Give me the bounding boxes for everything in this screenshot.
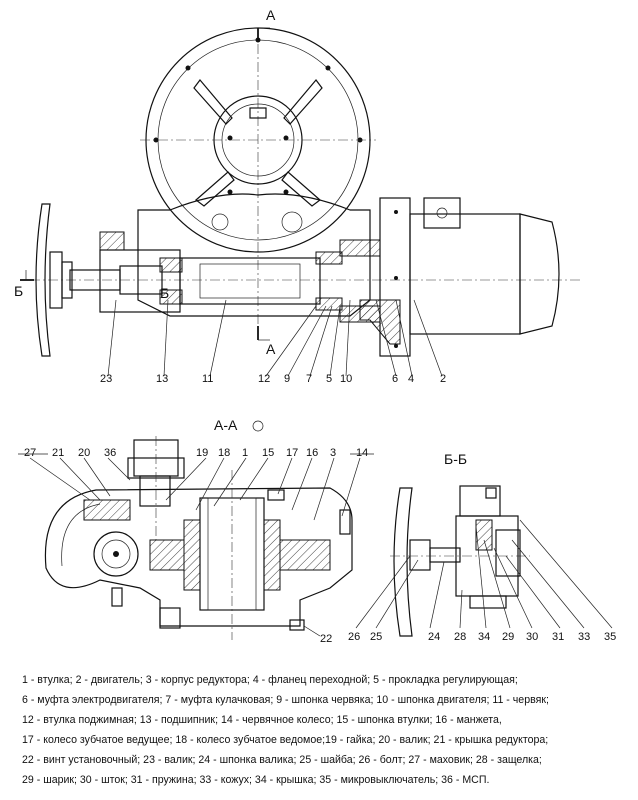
callout-36: 36 [104, 447, 116, 459]
callout-1: 1 [242, 447, 248, 459]
callout-3: 3 [330, 447, 336, 459]
callout-33: 33 [578, 631, 590, 643]
callouts-section-bb: 26 25 24 28 34 29 30 31 33 35 [348, 519, 616, 643]
callouts-section-aa: 27 21 20 36 19 18 1 15 17 16 3 14 22 [18, 447, 374, 645]
callout-29: 29 [502, 631, 514, 643]
callout-35: 35 [604, 631, 616, 643]
callout-17: 17 [286, 447, 298, 459]
callout-26: 26 [348, 631, 360, 643]
section-a-a-view: А-А [44, 417, 353, 640]
callout-10: 10 [340, 373, 352, 385]
callout-9: 9 [284, 373, 290, 385]
section-mark-b-left: Б [14, 283, 23, 299]
legend-line: 12 - втулка поджимная; 13 - подшипник; 1… [22, 714, 502, 726]
callout-6: 6 [392, 373, 398, 385]
callout-28: 28 [454, 631, 466, 643]
callout-30: 30 [526, 631, 538, 643]
callout-4: 4 [408, 373, 414, 385]
section-b-b-view: Б-Б [390, 451, 530, 637]
legend-line: 6 - муфта электродвигателя; 7 - муфта ку… [22, 694, 549, 706]
legend-line: 1 - втулка; 2 - двигатель; 3 - корпус ре… [22, 674, 518, 686]
callout-23: 23 [100, 373, 112, 385]
callout-24: 24 [428, 631, 440, 643]
callout-11: 11 [202, 373, 213, 385]
callout-19: 19 [196, 447, 208, 459]
callout-2: 2 [440, 373, 446, 385]
callout-14: 14 [356, 447, 368, 459]
section-mark-a-top: А [266, 7, 276, 23]
callout-16: 16 [306, 447, 318, 459]
callout-22: 22 [320, 633, 332, 645]
legend-line: 22 - винт установочный; 23 - валик; 24 -… [22, 754, 542, 766]
section-mark-a-bottom: А [266, 341, 276, 357]
callout-7: 7 [306, 373, 312, 385]
callout-21: 21 [52, 447, 64, 459]
section-a-a-title: А-А [214, 417, 238, 433]
callout-31: 31 [552, 631, 564, 643]
callout-5: 5 [326, 373, 332, 385]
callout-13: 13 [156, 373, 168, 385]
parts-legend: 1 - втулка; 2 - двигатель; 3 - корпус ре… [22, 670, 622, 790]
section-mark-b-mid: Б [160, 285, 169, 301]
legend-line: 29 - шарик; 30 - шток; 31 - пружина; 33 … [22, 774, 490, 786]
callout-12: 12 [258, 373, 270, 385]
callout-34: 34 [478, 631, 490, 643]
main-view: А А [14, 7, 580, 357]
callouts-main-view: 23 13 11 12 9 7 5 10 6 4 2 [100, 299, 446, 385]
callout-18: 18 [218, 447, 230, 459]
callout-20: 20 [78, 447, 90, 459]
callout-15: 15 [262, 447, 274, 459]
callout-25: 25 [370, 631, 382, 643]
legend-line: 17 - колесо зубчатое ведущее; 18 - колес… [22, 734, 549, 746]
section-b-b-title: Б-Б [444, 451, 467, 467]
callout-27: 27 [24, 447, 36, 459]
